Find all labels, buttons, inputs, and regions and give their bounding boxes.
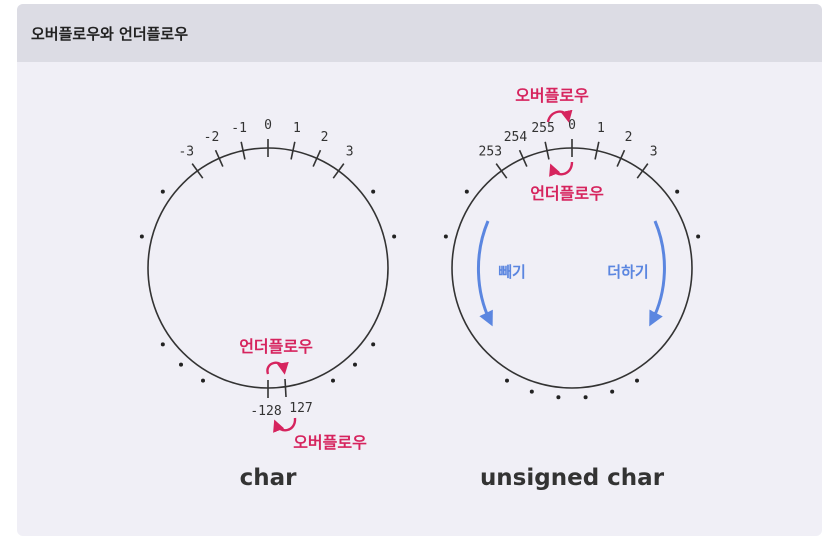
char-tick [240, 141, 246, 160]
char-tick [191, 163, 204, 179]
uchar-underflow-label: 언더플로우 [530, 184, 604, 203]
char-dot [179, 362, 184, 367]
uchar-tick [495, 163, 508, 179]
char-tick [214, 149, 224, 167]
char-tick-label: 1 [293, 121, 301, 136]
char-dot [331, 378, 335, 383]
uchar-underflow-arrow [549, 161, 574, 177]
uchar-tick [616, 149, 626, 167]
char-circle-group: -3 -2 -1 0 1 2 3 -128 127 언더플로우 오버플로우 char [139, 118, 397, 491]
char-tick-max [284, 378, 287, 398]
char-tick [332, 163, 345, 179]
char-max-label: 127 [289, 401, 312, 416]
char-min-label: -128 [250, 404, 281, 419]
char-tick-label: 2 [321, 130, 329, 145]
char-dots [139, 189, 397, 383]
uchar-overflow-label: 오버플로우 [515, 86, 589, 105]
uchar-dot [464, 189, 469, 194]
char-tick [312, 149, 322, 167]
uchar-tick-label: 0 [568, 118, 576, 133]
char-tick [290, 141, 296, 160]
diagram-card: 오버플로우와 언더플로우 [17, 4, 822, 536]
char-dot [160, 342, 165, 347]
uchar-tick-label: 1 [597, 121, 605, 136]
uchar-tick-label: 254 [504, 130, 528, 145]
uchar-add-arrow [649, 220, 666, 327]
char-caption: char [240, 465, 298, 491]
uchar-dot [696, 234, 701, 239]
uchar-tick [544, 141, 550, 160]
char-underflow-arrow [266, 361, 289, 375]
uchar-dots [443, 189, 701, 400]
uchar-subtract-arrow [476, 220, 493, 327]
char-tick-label: 3 [346, 145, 354, 160]
char-dot [352, 362, 357, 367]
uchar-tick [518, 149, 528, 167]
char-tick-label: -1 [231, 121, 247, 136]
char-tick-label: 0 [264, 118, 272, 133]
uchar-dot [505, 378, 509, 383]
uchar-tick-label: 255 [531, 121, 554, 136]
char-dot [371, 342, 376, 347]
uchar-tick-label: 3 [650, 145, 658, 160]
card-title: 오버플로우와 언더플로우 [17, 4, 822, 62]
char-dot [160, 189, 165, 194]
char-dot [371, 189, 376, 194]
char-underflow-label: 언더플로우 [239, 337, 313, 356]
uchar-dot [556, 395, 561, 400]
uchar-dot [443, 234, 448, 239]
char-dot [201, 378, 205, 383]
char-tick-label: -2 [204, 130, 220, 145]
uchar-tick [594, 141, 600, 160]
uchar-tick-label: 2 [625, 130, 633, 145]
uchar-dot [583, 395, 588, 400]
uchar-dot [675, 189, 680, 194]
char-overflow-label: 오버플로우 [293, 433, 367, 452]
uchar-overflow-arrow [546, 109, 573, 123]
uchar-tick [636, 163, 649, 179]
uchar-caption: unsigned char [480, 465, 665, 491]
char-dot [139, 234, 144, 239]
char-tick-label: -3 [178, 145, 194, 160]
uchar-dot [610, 389, 615, 394]
uchar-add-label: 더하기 [607, 263, 648, 281]
char-overflow-arrow [273, 417, 297, 433]
uchar-subtract-label: 빼기 [498, 263, 526, 281]
char-top-ticks: -3 -2 -1 0 1 2 3 [178, 118, 354, 179]
uchar-dot [635, 378, 639, 383]
char-dot [392, 234, 397, 239]
uchar-tick-label: 253 [479, 145, 502, 160]
uchar-dot [529, 389, 534, 394]
